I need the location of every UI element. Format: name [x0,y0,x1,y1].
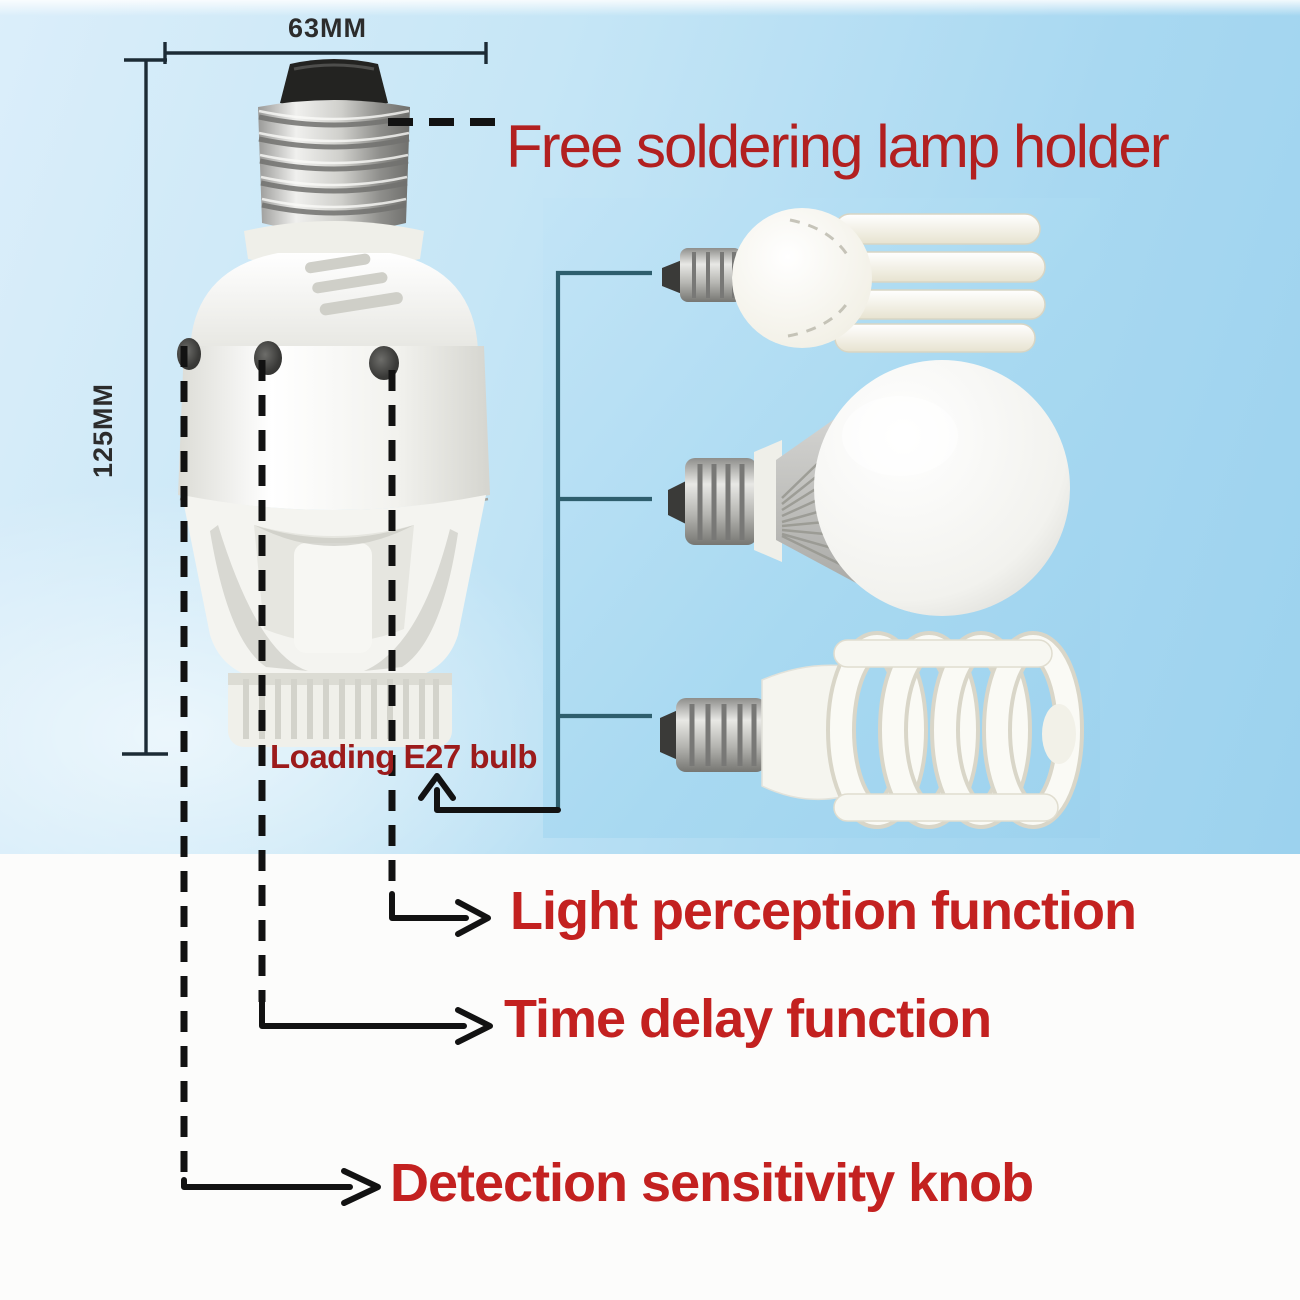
height-dimension-label: 125MM [88,383,118,479]
sensor-lamp-holder-photo [177,59,490,747]
vent-slots [305,253,403,316]
loading-e27-bulb-label: Loading E27 bulb [270,738,538,775]
spiral-cfl-bulb-photo [660,631,1084,829]
free-soldering-label: Free soldering lamp holder [506,113,1170,180]
height-dimension-line [122,58,168,756]
u-tube-cfl-bulb-photo [662,208,1046,353]
feature-label-time-delay: Time delay function [504,989,992,1049]
width-dimension-label: 63MM [288,13,368,43]
bulb-bracket [555,270,652,810]
callout-arrows [181,773,561,1206]
time-arrow-icon [455,1007,493,1045]
led-globe-bulb-photo [668,360,1070,616]
feature-label-light-perception: Light perception function [510,881,1137,941]
callout-dashed-lines [180,118,500,1180]
lower-white-background [0,854,1300,1300]
detect-arrow-icon [341,1168,381,1206]
feature-label-detection-sensitivity: Detection sensitivity knob [390,1153,1034,1213]
light-arrow-icon [455,899,491,937]
loading-up-arrow-icon [418,773,456,801]
width-dimension-line [163,42,488,64]
